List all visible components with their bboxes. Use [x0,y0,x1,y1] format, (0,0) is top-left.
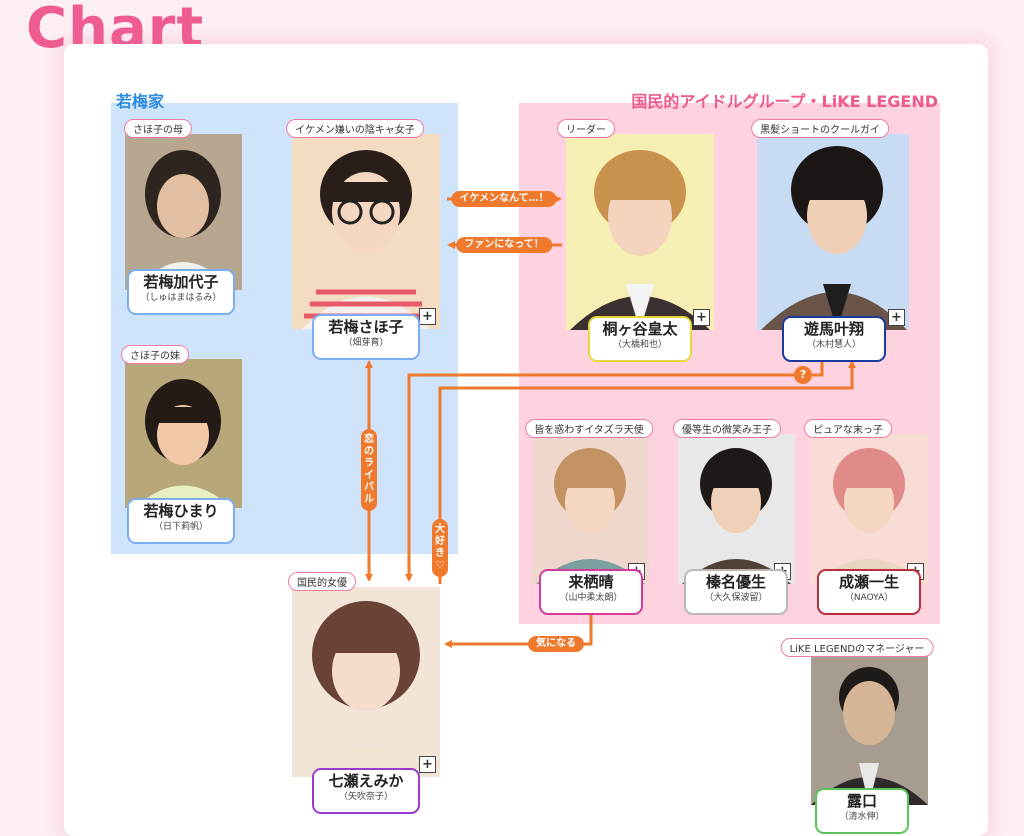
portrait-kayoko [125,134,242,290]
photo-hare[interactable]: + [532,434,649,584]
relation-daisuki-label: 大好き♡ [432,519,448,577]
tag-sahoko: イケメン嫌いの陰キャ女子 [286,119,424,138]
plus-kanato[interactable]: + [888,309,905,326]
portrait-hare [532,434,649,584]
actor-hare: （山中柔太朗） [559,593,623,603]
actor-tsuyuguchi: （清水伸） [839,812,885,822]
nameplate-emika: 七瀬えみか （矢吹奈子） [312,768,420,814]
photo-kouta[interactable]: + [566,134,714,330]
actor-emika: （矢吹奈子） [338,792,393,802]
tag-kayoko: さほ子の母 [124,119,192,138]
actor-kanato: （木村慧人） [806,340,861,350]
photo-kayoko[interactable] [125,134,242,290]
name-kouta: 桐ヶ谷皇太 [602,320,678,338]
portrait-issei [811,434,928,584]
actor-yusei: （大久保波留） [704,593,768,603]
tag-emika: 国民的女優 [288,572,356,591]
name-tsuyuguchi: 露口 [846,792,877,810]
nameplate-kayoko: 若梅加代子 （しゅはまはるみ） [127,269,235,315]
arrow-hare-to-emika [444,612,593,648]
name-emika: 七瀬えみか [328,772,404,790]
nameplate-kanato: 遊馬叶翔 （木村慧人） [782,316,886,362]
nameplate-tsuyuguchi: 露口 （清水伸） [815,788,909,834]
plus-sahoko[interactable]: + [419,308,436,325]
name-issei: 成瀬一生 [838,573,899,591]
nameplate-yusei: 榛名優生 （大久保波留） [684,569,788,615]
actor-issei: （NAOYA） [844,593,894,603]
photo-issei[interactable]: + [811,434,928,584]
actor-kouta: （大橋和也） [612,340,667,350]
plus-kouta[interactable]: + [693,309,710,326]
photo-tsuyuguchi[interactable] [811,653,928,805]
name-hare: 来栖晴 [568,573,614,591]
portrait-kouta [566,134,714,330]
relation-fan-label: ファンになって！ [456,237,552,253]
tag-himari: さほ子の妹 [121,345,189,364]
photo-yusei[interactable]: + [678,434,795,584]
portrait-yusei [678,434,795,584]
portrait-sahoko [292,134,440,329]
tag-hare: 皆を惑わすイタズラ天使 [525,419,653,438]
plus-emika[interactable]: + [419,756,436,773]
photo-sahoko[interactable]: + [292,134,440,329]
tag-kanato: 黒髪ショートのクールガイ [751,119,889,138]
arrow-kanato-to-emika [405,358,824,582]
actor-himari: （日下莉帆） [153,522,208,532]
name-yusei: 榛名優生 [705,573,766,591]
name-kanato: 遊馬叶翔 [803,320,864,338]
nameplate-sahoko: 若梅さほ子 （畑芽育） [312,314,420,360]
portrait-tsuyuguchi [811,653,928,805]
arrow-emika-to-kanato [438,360,856,584]
tag-yusei: 優等生の微笑み王子 [673,419,781,438]
name-kayoko: 若梅加代子 [143,273,219,291]
name-himari: 若梅ひまり [143,502,219,520]
family-group-label: 若梅家 [116,92,165,111]
photo-emika[interactable]: + [292,587,440,777]
relation-ikemen-label: イケメンなんて…！ [451,191,557,207]
relation-kininaru-label: 気になる [528,636,584,652]
actor-kayoko: （しゅはまはるみ） [140,293,222,303]
tag-tsuyuguchi: LiKE LEGENDのマネージャー [780,638,934,657]
tag-kouta: リーダー [557,119,615,138]
actor-sahoko: （畑芽育） [343,338,389,348]
nameplate-kouta: 桐ヶ谷皇太 （大橋和也） [588,316,692,362]
nameplate-himari: 若梅ひまり （日下莉帆） [127,498,235,544]
tag-issei: ピュアな末っ子 [804,419,892,438]
idol-group-label: 国民的アイドルグループ・LiKE LEGEND [631,92,938,111]
portrait-kanato [757,134,909,330]
relation-question-badge: ? [794,366,812,384]
relation-rival-label: 恋のライバル [361,429,377,511]
name-sahoko: 若梅さほ子 [328,318,404,336]
photo-kanato[interactable]: + [757,134,909,330]
portrait-emika [292,587,440,777]
photo-himari[interactable] [125,359,242,508]
nameplate-hare: 来栖晴 （山中柔太朗） [539,569,643,615]
portrait-himari [125,359,242,508]
nameplate-issei: 成瀬一生 （NAOYA） [817,569,921,615]
